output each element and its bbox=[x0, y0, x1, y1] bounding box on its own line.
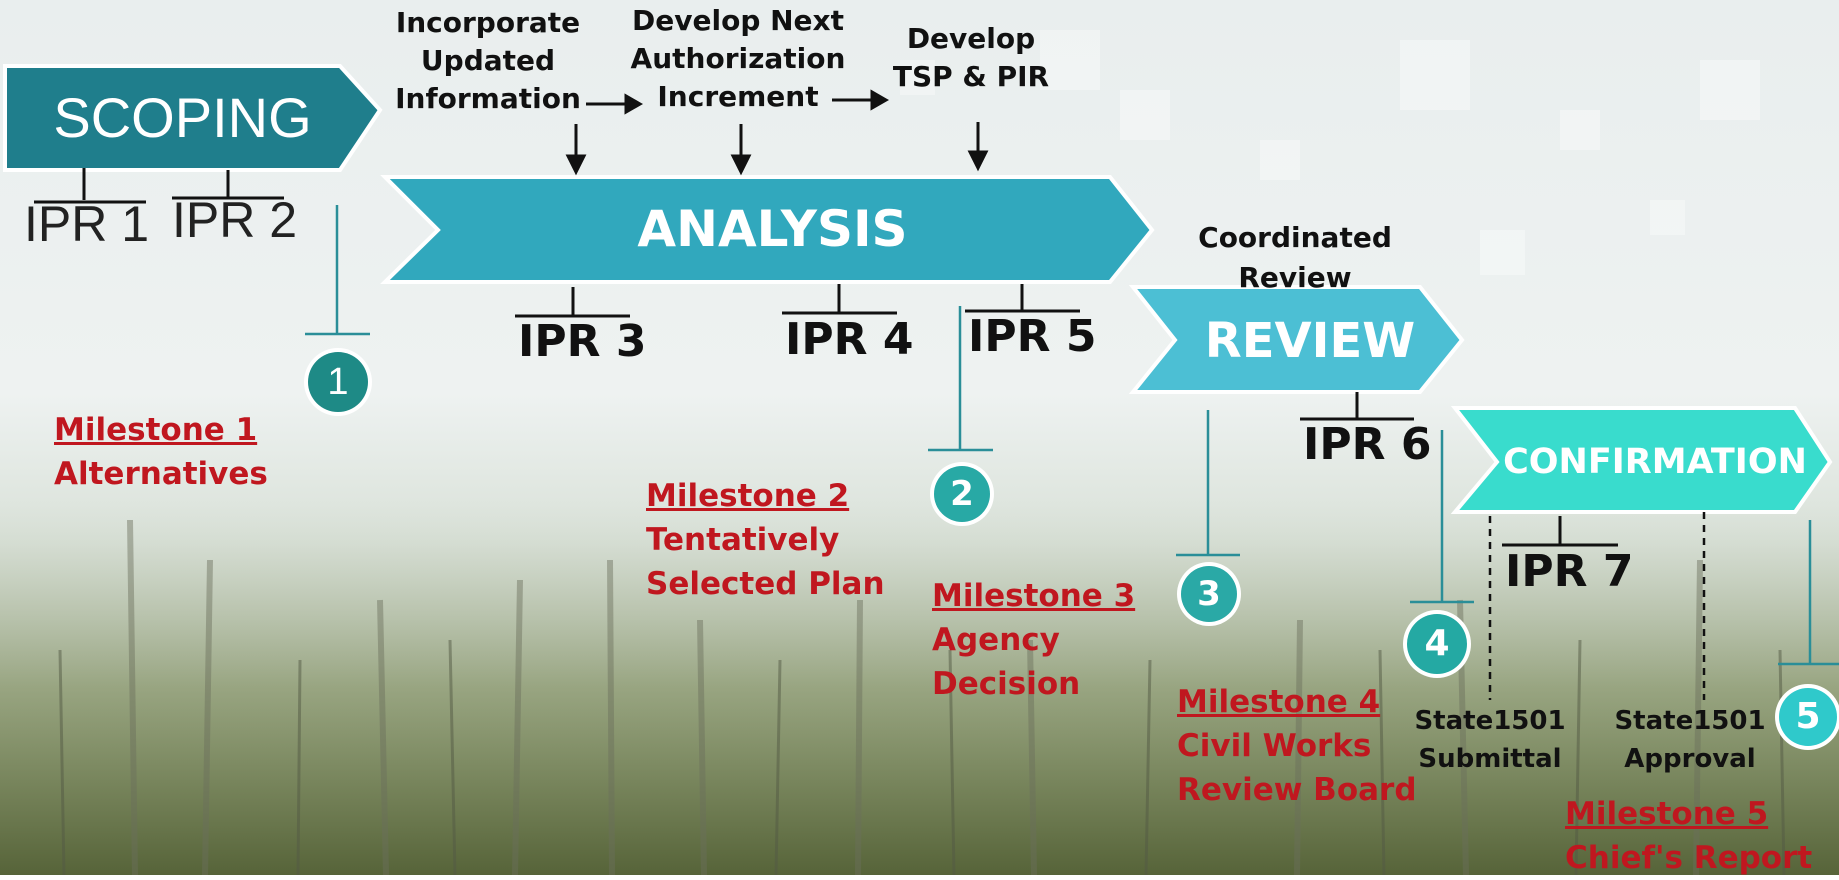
scoping-label: SCOPING bbox=[53, 86, 312, 149]
milestone-2-badge: 2 bbox=[934, 466, 990, 522]
review-arrow bbox=[1128, 285, 1465, 394]
ipr-2: IPR 2 bbox=[172, 192, 298, 248]
confirmation-label: CONFIRMATION bbox=[1503, 442, 1807, 482]
analysis-arrow bbox=[380, 175, 1155, 284]
milestone-3-badge: 3 bbox=[1181, 566, 1237, 622]
analysis-label: ANALYSIS bbox=[637, 200, 908, 258]
milestone-4-text: Milestone 4 Civil Works Review Board bbox=[1177, 684, 1417, 808]
ipr-6: IPR 6 bbox=[1303, 419, 1432, 470]
milestone-3-text: Milestone 3 Agency Decision bbox=[932, 578, 1136, 702]
ipr-7: IPR 7 bbox=[1505, 546, 1634, 597]
ipr-4: IPR 4 bbox=[785, 314, 914, 365]
milestone-5-badge: 5 bbox=[1779, 688, 1837, 746]
ipr-1: IPR 1 bbox=[24, 196, 150, 252]
ipr-3: IPR 3 bbox=[518, 316, 647, 367]
ipr-5: IPR 5 bbox=[968, 311, 1097, 362]
review-label: REVIEW bbox=[1204, 313, 1416, 369]
milestone-5-text: Milestone 5 Chief's Report bbox=[1565, 796, 1813, 876]
milestone-1-badge: 1 bbox=[308, 352, 368, 412]
milestone-2-text: Milestone 2 Tentatively Selected Plan bbox=[646, 478, 885, 602]
milestone-1-text: Milestone 1 Alternatives bbox=[54, 412, 268, 492]
scoping-arrow bbox=[3, 64, 383, 172]
milestone-4-badge: 4 bbox=[1407, 614, 1467, 674]
confirmation-arrow bbox=[1450, 406, 1833, 514]
